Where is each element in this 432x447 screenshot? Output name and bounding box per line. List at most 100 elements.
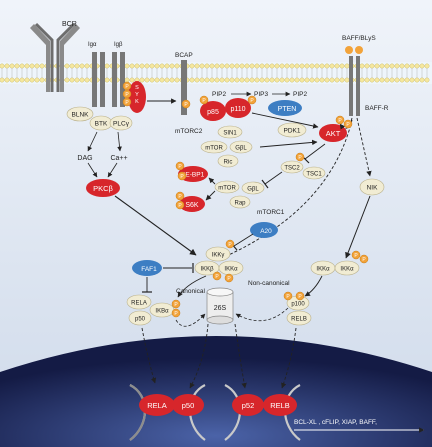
phospho-badge — [359, 254, 369, 264]
lipid-head — [144, 77, 150, 83]
lipid-head — [224, 77, 230, 83]
lipid-head — [249, 63, 255, 69]
lipid-head — [299, 63, 305, 69]
lipid-head — [189, 77, 195, 83]
inhibit-a20-ikk — [233, 233, 254, 247]
baff-ligand-b — [355, 46, 363, 54]
inhibit-akt-tsc — [304, 143, 326, 160]
lipid-head — [29, 77, 35, 83]
lipid-head — [359, 77, 365, 83]
blnk-label: BLNK — [72, 112, 90, 119]
lipid-head — [74, 63, 80, 69]
lipid-head — [259, 77, 265, 83]
lipid-head — [84, 63, 90, 69]
lipid-head — [329, 63, 335, 69]
lipid-head — [219, 77, 225, 83]
phospho-label: P — [228, 242, 232, 248]
ric-label: Ric — [224, 160, 233, 166]
lipid-head — [304, 77, 310, 83]
lipid-head — [269, 63, 275, 69]
phospho-badge — [224, 273, 234, 283]
mtorc2-label: mTORC2 — [175, 128, 203, 135]
lipid-head — [229, 63, 235, 69]
ebp-label: 4E-BP1 — [182, 172, 205, 179]
gbl1-node — [241, 181, 265, 195]
lipid-head — [339, 77, 345, 83]
lipid-head — [389, 77, 395, 83]
lipid-head — [199, 63, 205, 69]
nuc-p52-label: p52 — [242, 401, 255, 410]
sin1-node — [217, 125, 243, 139]
bcap-label: BCAP — [175, 52, 193, 59]
syk-node — [128, 81, 146, 113]
lipid-head — [344, 63, 350, 69]
lipid-head — [29, 63, 35, 69]
lipid-head — [424, 63, 430, 69]
phospho-label: P — [346, 122, 350, 128]
gbl1-label: GβL — [247, 187, 259, 193]
dag-label: DAG — [77, 155, 92, 162]
phospho-label: P — [125, 92, 129, 98]
arrow-plcg-ca — [117, 131, 122, 152]
pkcb-label: PKCβ — [93, 184, 113, 193]
lipid-head — [154, 77, 160, 83]
a20-label: A20 — [260, 228, 272, 235]
phospho-label: P — [298, 294, 302, 300]
phospho-badge — [225, 239, 235, 249]
syk-label: S — [135, 85, 139, 91]
phospho-badge — [247, 95, 257, 105]
relb-label: RELB — [291, 317, 307, 323]
p110-label: p110 — [230, 106, 245, 113]
mtor1-label: mTOR — [218, 186, 236, 192]
phospho-label: P — [362, 257, 366, 263]
lipid-head — [409, 63, 415, 69]
lipid-head — [194, 63, 200, 69]
cell-membrane — [0, 62, 432, 84]
relb-node — [286, 310, 312, 326]
lipid-head — [0, 77, 5, 83]
ikkg-label: IKKγ — [212, 253, 225, 259]
lipid-head — [264, 63, 270, 69]
arrow-dag-pkcb — [87, 162, 98, 178]
lipid-head — [294, 63, 300, 69]
phospho-badge — [175, 161, 185, 171]
lipid-head — [159, 77, 165, 83]
phospho-badge — [343, 119, 353, 129]
noncanonical-label: Non-canonical — [248, 280, 290, 287]
arrow-relb-nucleus — [281, 327, 297, 389]
lipid-head — [0, 63, 5, 69]
lipid-head — [384, 77, 390, 83]
lipid-head — [294, 77, 300, 83]
lipid-head — [229, 77, 235, 83]
p85-node — [200, 101, 226, 121]
ric-node — [217, 154, 239, 168]
lipid-head — [159, 63, 165, 69]
baff-label: BAFF/BLyS — [342, 35, 376, 42]
phospho-label: P — [202, 98, 206, 104]
ikka2-label: IKKα — [316, 267, 330, 273]
lipid-head — [319, 63, 325, 69]
lipid-head — [9, 63, 15, 69]
lipid-head — [164, 63, 170, 69]
phospho-label: P — [180, 174, 184, 180]
lipid-head — [204, 63, 210, 69]
lipid-head — [244, 63, 250, 69]
lipid-head — [224, 63, 230, 69]
lipid-head — [369, 63, 375, 69]
phospho-badge — [199, 95, 209, 105]
bcr-label: BCR — [62, 21, 77, 28]
lipid-head — [339, 63, 345, 69]
lipid-head — [379, 63, 385, 69]
akt-label: AKT — [326, 129, 341, 138]
lipid-head — [209, 63, 215, 69]
lipid-head — [64, 63, 70, 69]
rela-node — [126, 294, 152, 310]
lipid-head — [414, 63, 420, 69]
pdk1-label: PDK1 — [284, 128, 301, 135]
phospho-label: P — [178, 203, 182, 209]
phospho-label: P — [298, 155, 302, 161]
baffr-receptor-b — [356, 56, 360, 116]
lipid-head — [144, 63, 150, 69]
lipid-head — [304, 63, 310, 69]
